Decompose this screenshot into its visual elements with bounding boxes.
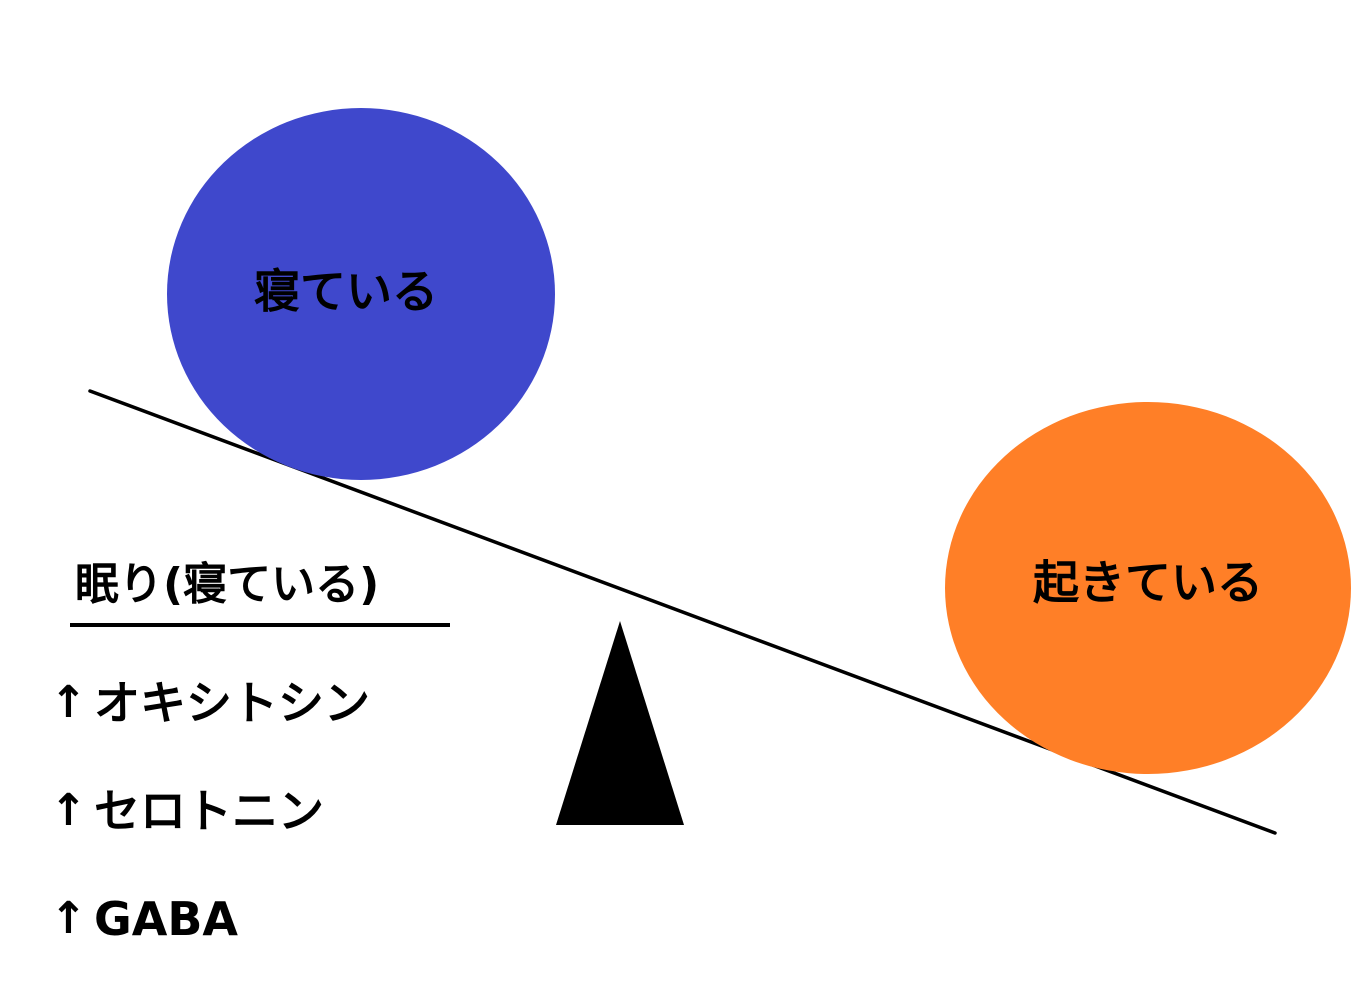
ball-awake: 起きている (945, 402, 1351, 774)
factor-name: セロトニン (94, 784, 324, 838)
factor-oxytocin: ↑ オキシトシン (50, 668, 370, 776)
ball-sleeping: 寝ている (167, 108, 555, 480)
ball-awake-shape (945, 402, 1351, 774)
sleep-factors-panel: 眠り(寝ている) ↑ オキシトシン ↑ セロトニン ↑ GABA (50, 555, 510, 955)
heading-underline (70, 623, 450, 627)
ball-sleeping-label: 寝ている (254, 265, 438, 319)
fulcrum-triangle (556, 621, 684, 825)
ball-awake-label: 起きている (1033, 556, 1263, 610)
factor-list: ↑ オキシトシン ↑ セロトニン ↑ GABA (50, 668, 370, 992)
ball-sleeping-shape (167, 108, 555, 480)
factor-name: オキシトシン (94, 676, 370, 730)
up-arrow-icon: ↑ (50, 785, 87, 836)
factor-name: GABA (94, 892, 239, 946)
sleep-panel-heading: 眠り(寝ている) (75, 559, 380, 610)
factor-gaba: ↑ GABA (50, 884, 370, 992)
up-arrow-icon: ↑ (50, 677, 87, 728)
up-arrow-icon: ↑ (50, 893, 87, 944)
factor-serotonin: ↑ セロトニン (50, 776, 370, 884)
